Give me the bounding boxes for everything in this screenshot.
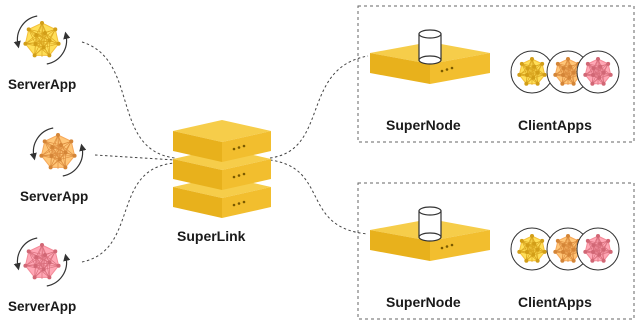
serverapps-group [17, 16, 82, 286]
serverapp-label-1: ServerApp [8, 77, 76, 92]
connection-serverapp-1 [82, 42, 175, 158]
supernode-label-2: SuperNode [386, 294, 461, 310]
connection-supernode-1 [270, 56, 368, 158]
superlink-label: SuperLink [177, 228, 245, 244]
connection-supernode-2 [270, 160, 368, 234]
clientapps-2 [511, 228, 619, 270]
supernode-label-1: SuperNode [386, 117, 461, 133]
serverapp-icon-3 [17, 238, 66, 286]
database-icon [419, 30, 441, 64]
superlink-stack [173, 120, 271, 218]
serverapp-label-2: ServerApp [20, 189, 88, 204]
clientapps-label-2: ClientApps [518, 294, 592, 310]
supernode-2 [370, 207, 619, 270]
supernode-1 [370, 30, 619, 93]
clientapps-label-1: ClientApps [518, 117, 592, 133]
supernodes-group [370, 30, 619, 270]
database-icon [419, 207, 441, 241]
serverapp-icon-1 [17, 16, 66, 64]
serverapp-icon-2 [33, 128, 82, 176]
serverapp-label-3: ServerApp [8, 299, 76, 314]
connection-serverapp-3 [82, 163, 175, 262]
clientapps-1 [511, 51, 619, 93]
